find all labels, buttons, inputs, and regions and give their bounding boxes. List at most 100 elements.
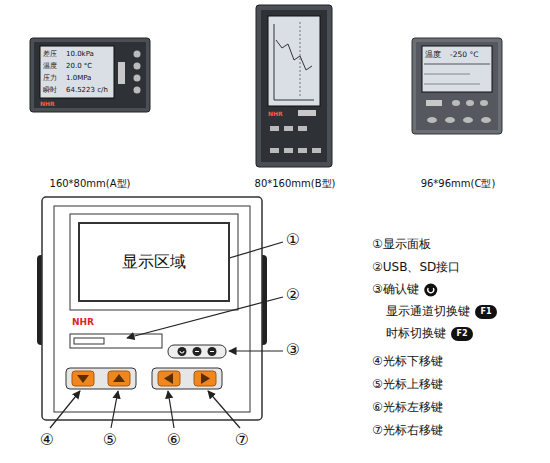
instrument-c-photo [480, 100, 488, 106]
instrument-c-photo [427, 117, 437, 123]
f1-key-icon [475, 305, 497, 319]
instrument-c-photo [445, 117, 455, 123]
callout-number: ② [286, 286, 300, 304]
usb-sd-slot [70, 334, 162, 348]
f2-key-icon [451, 327, 473, 341]
screen-value: 64.5223 c/h [66, 86, 108, 94]
instrument-c-photo [424, 84, 480, 85]
instrument-c-photo [424, 64, 490, 65]
instrument-c-photo [463, 117, 473, 123]
leader-lines [208, 391, 240, 428]
cursor-buttons [152, 368, 222, 389]
screen-text: 差压 [43, 50, 57, 58]
panel-housing [54, 206, 250, 412]
callout-number: ④ [40, 431, 54, 449]
key-description: ①显示面板 [372, 238, 431, 252]
instrument-b-photo [270, 126, 279, 131]
instrument-a-photo [134, 75, 141, 82]
instrument-b-photo [298, 148, 307, 153]
screen-text: 压力 [43, 74, 57, 82]
display-area-text: 显示区域 [122, 252, 186, 273]
instrument-a-photo [34, 42, 146, 108]
leader-lines [127, 297, 283, 338]
instrument-b-photo [274, 24, 275, 100]
instrument-b-photo [312, 148, 321, 153]
instrument-c-photo [412, 38, 502, 134]
screen-text: 温度 [43, 62, 57, 70]
instrument-b-photo [300, 22, 301, 96]
instrument-a-photo [30, 38, 150, 112]
cursor-buttons [66, 368, 222, 389]
instrument-b-photo [298, 126, 307, 131]
function-buttons [208, 347, 217, 356]
instrument-b-photo [276, 40, 312, 70]
panel-housing [42, 197, 262, 420]
f1-key-icon [475, 305, 497, 319]
cursor-buttons [72, 371, 94, 386]
instrument-c-photo [412, 38, 502, 134]
instrument-a-photo [30, 38, 150, 112]
callout-number: ③ [286, 341, 300, 359]
f2-key-icon [451, 327, 473, 341]
panel-housing [37, 197, 267, 420]
cursor-buttons [108, 371, 130, 386]
instrument-a-photo [134, 51, 141, 58]
function-buttons [193, 347, 202, 356]
size-caption: 80*160mm(B型) [255, 178, 336, 190]
instrument-b-photo [261, 10, 327, 162]
key-icon-text: F1 [480, 307, 491, 316]
function-buttons [210, 351, 214, 352]
function-buttons [180, 351, 184, 353]
function-buttons [178, 347, 187, 356]
instrument-b-photo [270, 148, 279, 153]
key-description: ②USB、SD接口 [372, 261, 460, 275]
instrument-c-photo [422, 46, 492, 92]
function-buttons [168, 345, 226, 358]
callout-number: ⑥ [167, 431, 181, 449]
instrument-c-photo [452, 100, 460, 106]
confirm-key-icon [424, 284, 437, 297]
leader-lines [50, 391, 80, 428]
confirm-key-icon [428, 288, 434, 293]
instrument-b-photo [256, 5, 332, 167]
key-icon-text: F2 [456, 329, 467, 338]
cursor-buttons [66, 368, 136, 389]
instrument-b-photo [298, 110, 316, 116]
confirm-key-icon [424, 284, 437, 297]
instrument-c-photo [466, 100, 474, 106]
instrument-c-photo [416, 42, 498, 130]
key-description: ⑦光标右移键 [372, 424, 443, 438]
callout-number: ① [286, 231, 300, 249]
instrument-c-photo [426, 100, 442, 106]
display-area: 显示区域 [78, 222, 230, 302]
function-buttons [195, 351, 199, 352]
key-description: ④光标下移键 [372, 355, 443, 369]
screen-value: 10.0kPa [66, 50, 94, 58]
screen-text: 瞬时 [43, 86, 57, 94]
screen-value: 1.0MPa [66, 74, 91, 82]
cursor-buttons [164, 373, 173, 384]
cursor-buttons [194, 371, 216, 386]
instrument-b-photo [274, 100, 314, 101]
screen-value: 20.0 °C [66, 62, 92, 70]
key-description: ⑤光标上移键 [372, 378, 443, 392]
instrument-c-photo [424, 74, 470, 75]
size-caption: 160*80mm(A型) [50, 178, 131, 190]
usb-sd-slot [70, 334, 162, 348]
brand-logo: NHR [72, 317, 94, 327]
key-description: ⑥光标左移键 [372, 401, 443, 415]
instrument-a-photo [134, 63, 141, 70]
leader-lines [111, 391, 118, 428]
instrument-b-photo [256, 5, 332, 167]
instrument-a-photo [118, 62, 125, 84]
key-description: 时标切换键 [386, 327, 446, 341]
brand-logo: NHR [40, 101, 55, 108]
instrument-a-photo [40, 46, 114, 98]
key-description: 显示通道切换键 [386, 305, 470, 319]
instrument-b-photo [284, 148, 293, 153]
leader-lines [229, 350, 283, 351]
instrument-b-photo [284, 126, 293, 131]
instrument-a-photo [134, 87, 141, 94]
instrument-b-photo [268, 16, 320, 106]
